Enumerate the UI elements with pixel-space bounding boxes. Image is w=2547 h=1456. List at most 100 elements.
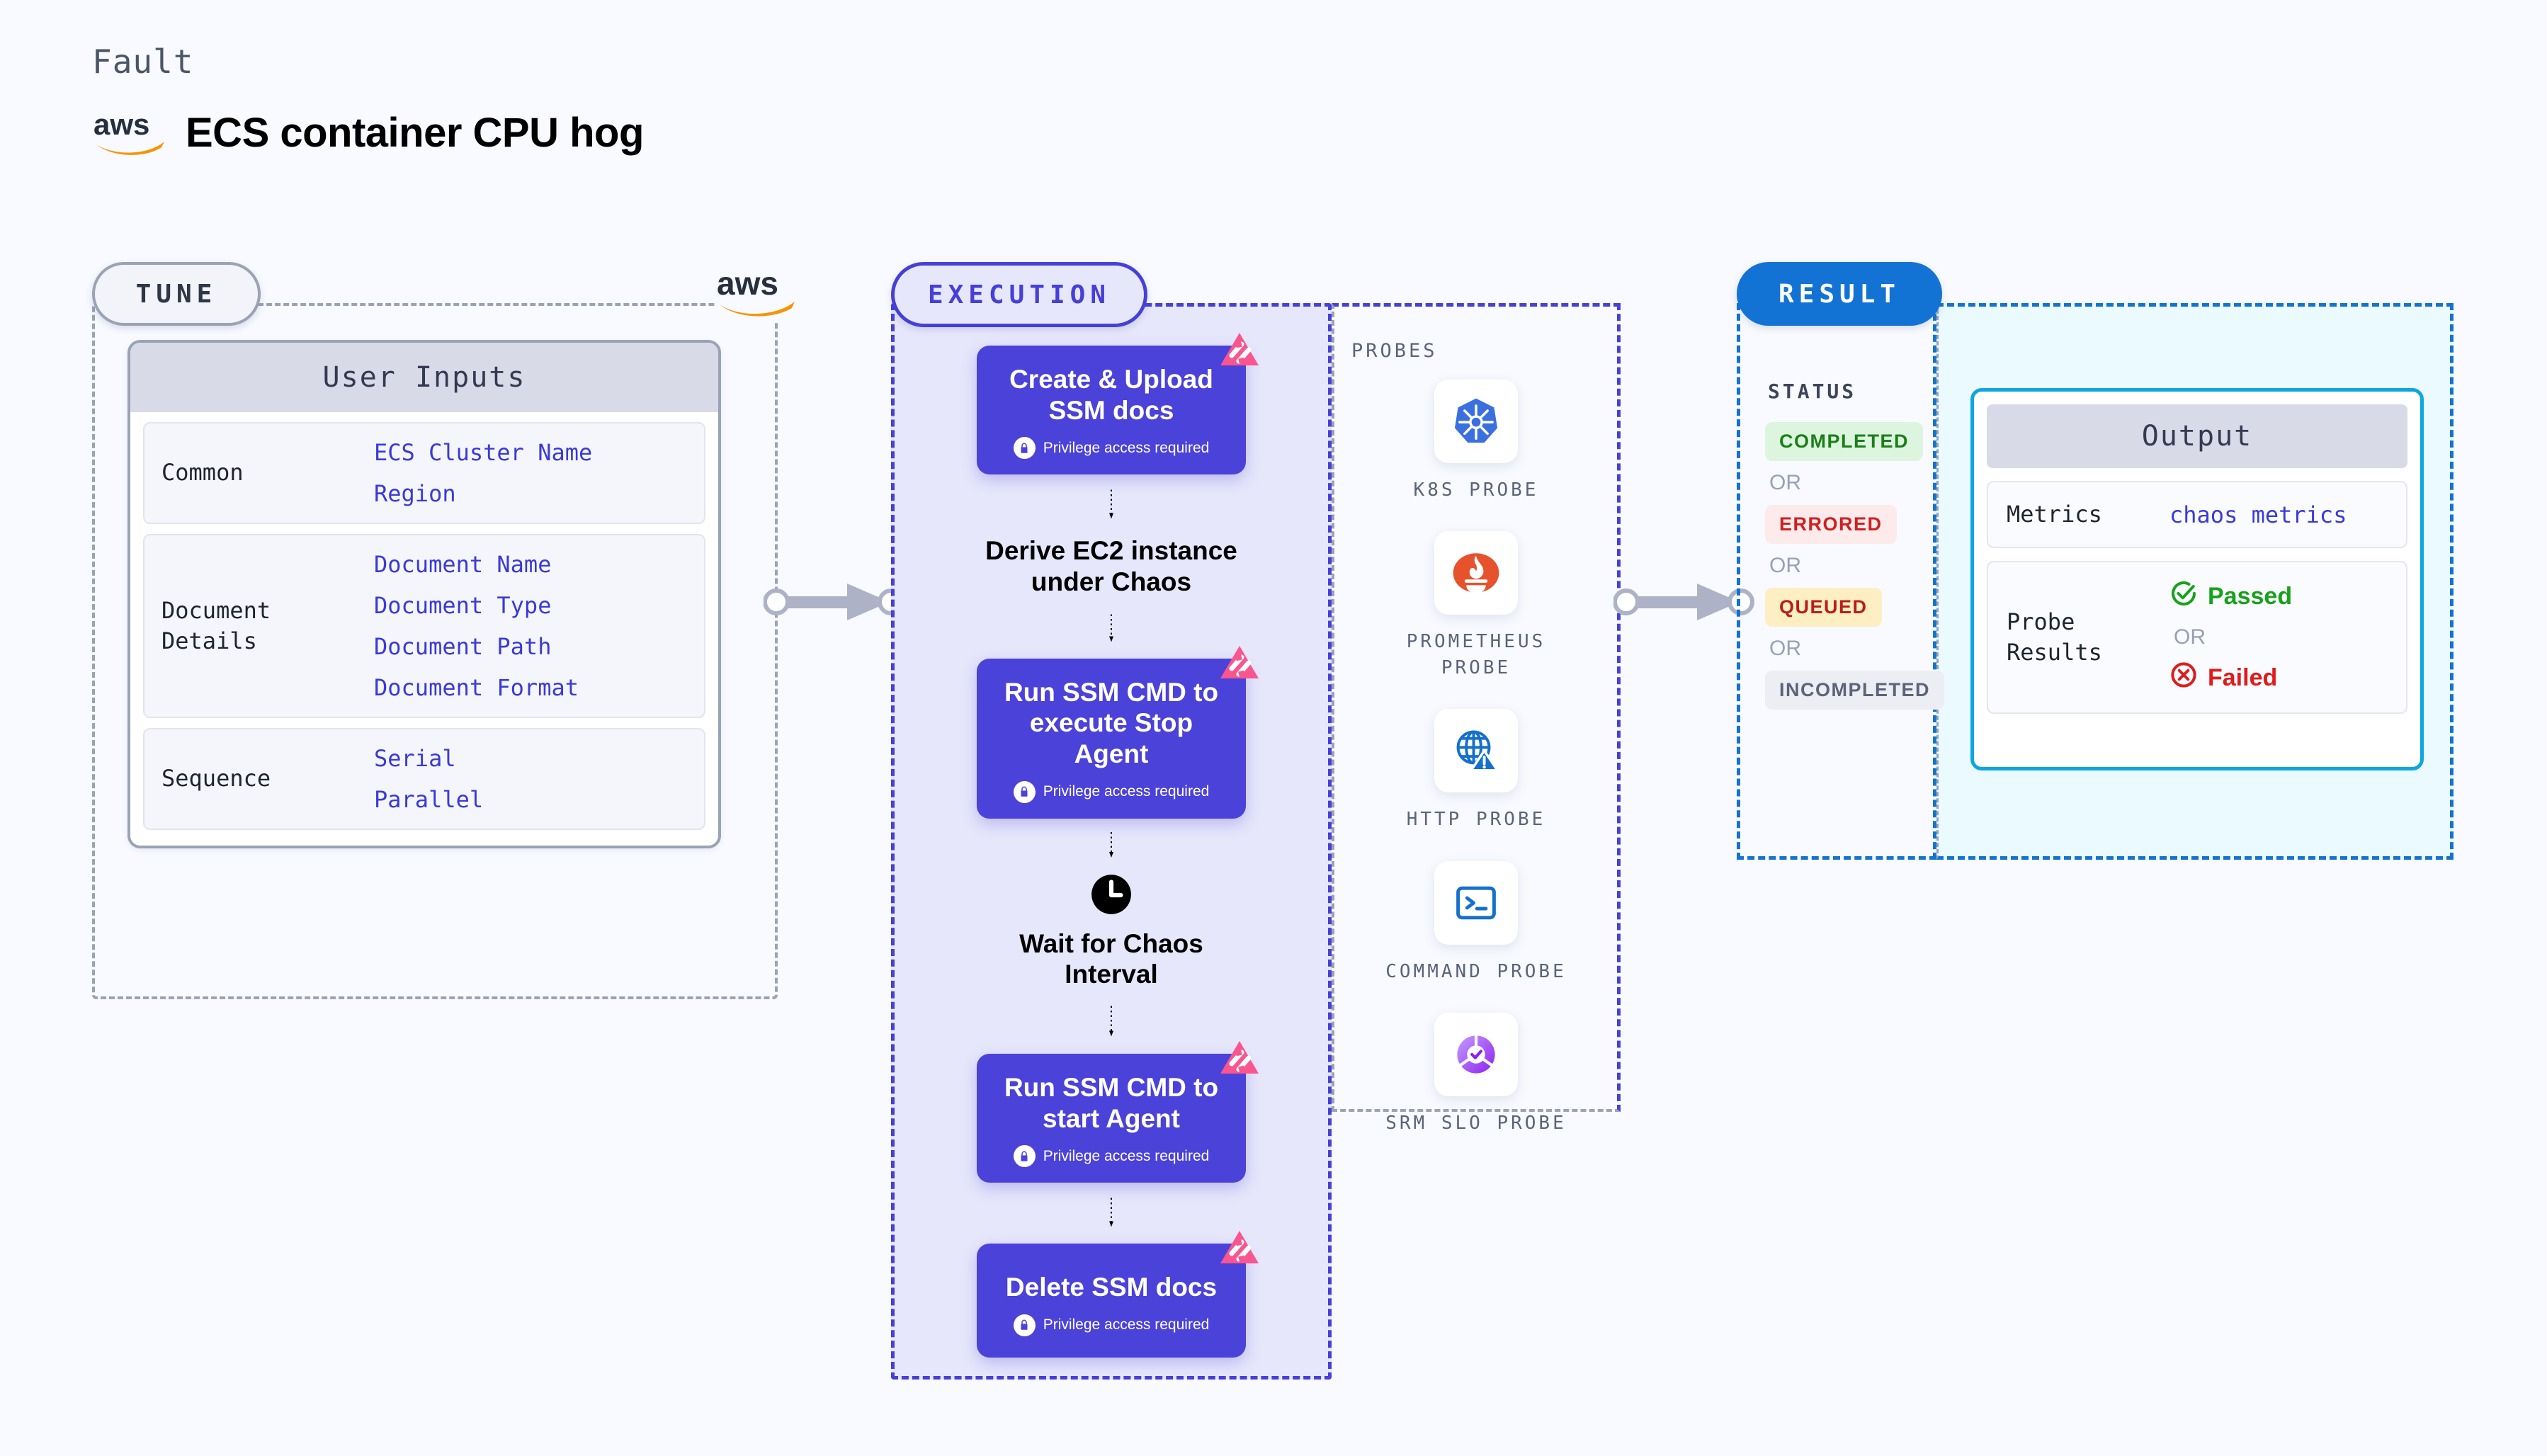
probes-section-label: PROBES	[1351, 340, 1438, 362]
probe-label: PROMETHEUS PROBE	[1406, 631, 1546, 678]
result-pill: RESULT	[1737, 262, 1942, 326]
tune-panel: User Inputs Common ECS Cluster Name Regi…	[92, 303, 778, 999]
input-group-label: Common	[161, 459, 244, 487]
privilege-note: Privilege access required	[989, 437, 1233, 460]
step-run-ssm-cmd-stop-agent[interactable]: Run SSM CMD to execute Stop Agent Privil…	[977, 645, 1259, 819]
prometheus-icon	[1434, 531, 1518, 615]
status-badge-completed: COMPLETED	[1765, 422, 1924, 461]
input-field-document-format[interactable]: Document Format	[374, 674, 579, 701]
step-wait-for-chaos-interval: Wait for Chaos Interval	[984, 872, 1239, 990]
connector-execution-to-result	[1613, 559, 1755, 644]
check-circle-icon	[2169, 579, 2198, 614]
flow-connector	[1108, 990, 1115, 1054]
user-inputs-title: User Inputs	[130, 343, 718, 412]
flow-connector	[1108, 598, 1115, 659]
status-badge-queued: QUEUED	[1765, 588, 1882, 627]
step-title: Wait for Chaos Interval	[1019, 928, 1203, 989]
probe-label: COMMAND PROBE	[1385, 960, 1567, 982]
input-group-sequence: Sequence Serial Parallel	[143, 728, 705, 830]
step-title: Delete SSM docs	[1005, 1273, 1218, 1302]
svg-text:aws: aws	[93, 108, 149, 141]
chaos-badge-icon	[1218, 1038, 1261, 1082]
probe-label: K8S PROBE	[1413, 479, 1539, 501]
status-list: COMPLETED OR ERRORED OR QUEUED OR INCOMP…	[1765, 422, 1945, 710]
input-field-ecs-cluster-name[interactable]: ECS Cluster Name	[374, 439, 593, 466]
result-pill-label: RESULT	[1778, 279, 1901, 309]
lock-icon	[1013, 437, 1036, 460]
metrics-label: Metrics	[2007, 501, 2102, 528]
cross-circle-icon	[2169, 661, 2198, 695]
step-title: Derive EC2 instance under Chaos	[985, 536, 1237, 596]
user-inputs-card: User Inputs Common ECS Cluster Name Regi…	[127, 340, 721, 848]
execution-flow: Create & Upload SSM docs Privilege acces…	[891, 303, 1332, 1380]
probe-http[interactable]: HTTP PROBE	[1370, 709, 1582, 832]
probes-panel: PROBES K8S PROBE	[1332, 303, 1621, 1134]
result-panel: STATUS COMPLETED OR ERRORED OR QUEUED OR…	[1737, 303, 2454, 860]
execution-probes-wrap: Create & Upload SSM docs Privilege acces…	[891, 303, 1621, 1380]
privilege-text: Privilege access required	[1043, 783, 1210, 800]
probe-label: HTTP PROBE	[1406, 809, 1546, 831]
probe-k8s[interactable]: K8S PROBE	[1370, 380, 1582, 503]
page-title: ECS container CPU hog	[186, 109, 644, 156]
output-card: Output Metrics chaos metrics Probe Resul…	[1970, 388, 2424, 770]
chaos-badge-icon	[1218, 1228, 1261, 1272]
flow-connector	[1108, 819, 1115, 872]
probe-srm-slo[interactable]: SRM SLO PROBE	[1370, 1012, 1582, 1136]
kubernetes-icon	[1434, 380, 1518, 463]
input-field-document-path[interactable]: Document Path	[374, 633, 552, 660]
lock-icon	[1013, 780, 1036, 803]
title-row: aws ECS container CPU hog	[92, 108, 644, 157]
privilege-text: Privilege access required	[1043, 439, 1210, 456]
privilege-note: Privilege access required	[989, 780, 1233, 803]
step-delete-ssm-docs[interactable]: Delete SSM docs Privilege access require…	[977, 1231, 1259, 1358]
terminal-icon	[1434, 860, 1518, 945]
lock-icon	[1013, 1314, 1036, 1336]
or-label: OR	[1769, 471, 1801, 494]
input-field-parallel[interactable]: Parallel	[374, 786, 484, 813]
flow-connector	[1108, 474, 1115, 535]
or-label: OR	[1769, 554, 1801, 577]
step-derive-ec2-instance: Derive EC2 instance under Chaos	[955, 535, 1267, 597]
chaos-badge-icon	[1218, 330, 1261, 374]
step-title: Create & Upload SSM docs	[1009, 365, 1213, 425]
privilege-text: Privilege access required	[1043, 1316, 1210, 1333]
lock-icon	[1013, 1145, 1036, 1168]
output-title: Output	[1987, 404, 2407, 468]
fault-label: Fault	[92, 42, 194, 81]
step-create-upload-ssm-docs[interactable]: Create & Upload SSM docs Privilege acces…	[977, 333, 1259, 475]
probe-command[interactable]: COMMAND PROBE	[1370, 860, 1582, 984]
http-globe-warning-icon	[1434, 709, 1518, 793]
step-title: Run SSM CMD to execute Stop Agent	[1004, 677, 1219, 768]
input-group-common: Common ECS Cluster Name Region	[143, 422, 705, 524]
connector-tune-to-execution	[763, 559, 905, 644]
step-title: Run SSM CMD to start Agent	[1004, 1072, 1219, 1133]
probe-prometheus[interactable]: PROMETHEUS PROBE	[1370, 531, 1582, 681]
status-badge-incompleted: INCOMPLETED	[1765, 671, 1945, 710]
svg-text:aws: aws	[717, 265, 778, 302]
tune-pill: TUNE	[92, 262, 261, 326]
output-row-metrics: Metrics chaos metrics	[1987, 481, 2407, 549]
step-run-ssm-cmd-start-agent[interactable]: Run SSM CMD to start Agent Privilege acc…	[977, 1040, 1259, 1183]
input-group-label: Document Details	[161, 596, 271, 654]
status-section-label: STATUS	[1768, 380, 1857, 403]
probe-result-failed: Failed	[2169, 661, 2292, 695]
metrics-value[interactable]: chaos metrics	[2169, 501, 2347, 528]
flow-connector	[1108, 1183, 1115, 1244]
aws-logo-corner: aws	[715, 263, 799, 323]
tune-pill-label: TUNE	[135, 279, 217, 309]
probes-panel-border	[1332, 303, 1621, 1112]
execution-pill-label: EXECUTION	[927, 280, 1111, 309]
privilege-note: Privilege access required	[989, 1314, 1233, 1336]
srm-slo-icon	[1434, 1012, 1518, 1096]
input-field-serial[interactable]: Serial	[374, 745, 456, 772]
or-label: OR	[2174, 625, 2206, 649]
input-field-document-name[interactable]: Document Name	[374, 551, 552, 578]
privilege-note: Privilege access required	[989, 1145, 1233, 1168]
probe-result-passed: Passed	[2169, 579, 2292, 614]
input-field-region[interactable]: Region	[374, 480, 456, 507]
or-label: OR	[1769, 637, 1801, 660]
aws-logo: aws	[92, 108, 170, 157]
privilege-text: Privilege access required	[1043, 1147, 1210, 1164]
input-group-document-details: Document Details Document Name Document …	[143, 534, 705, 718]
input-field-document-type[interactable]: Document Type	[374, 592, 552, 619]
